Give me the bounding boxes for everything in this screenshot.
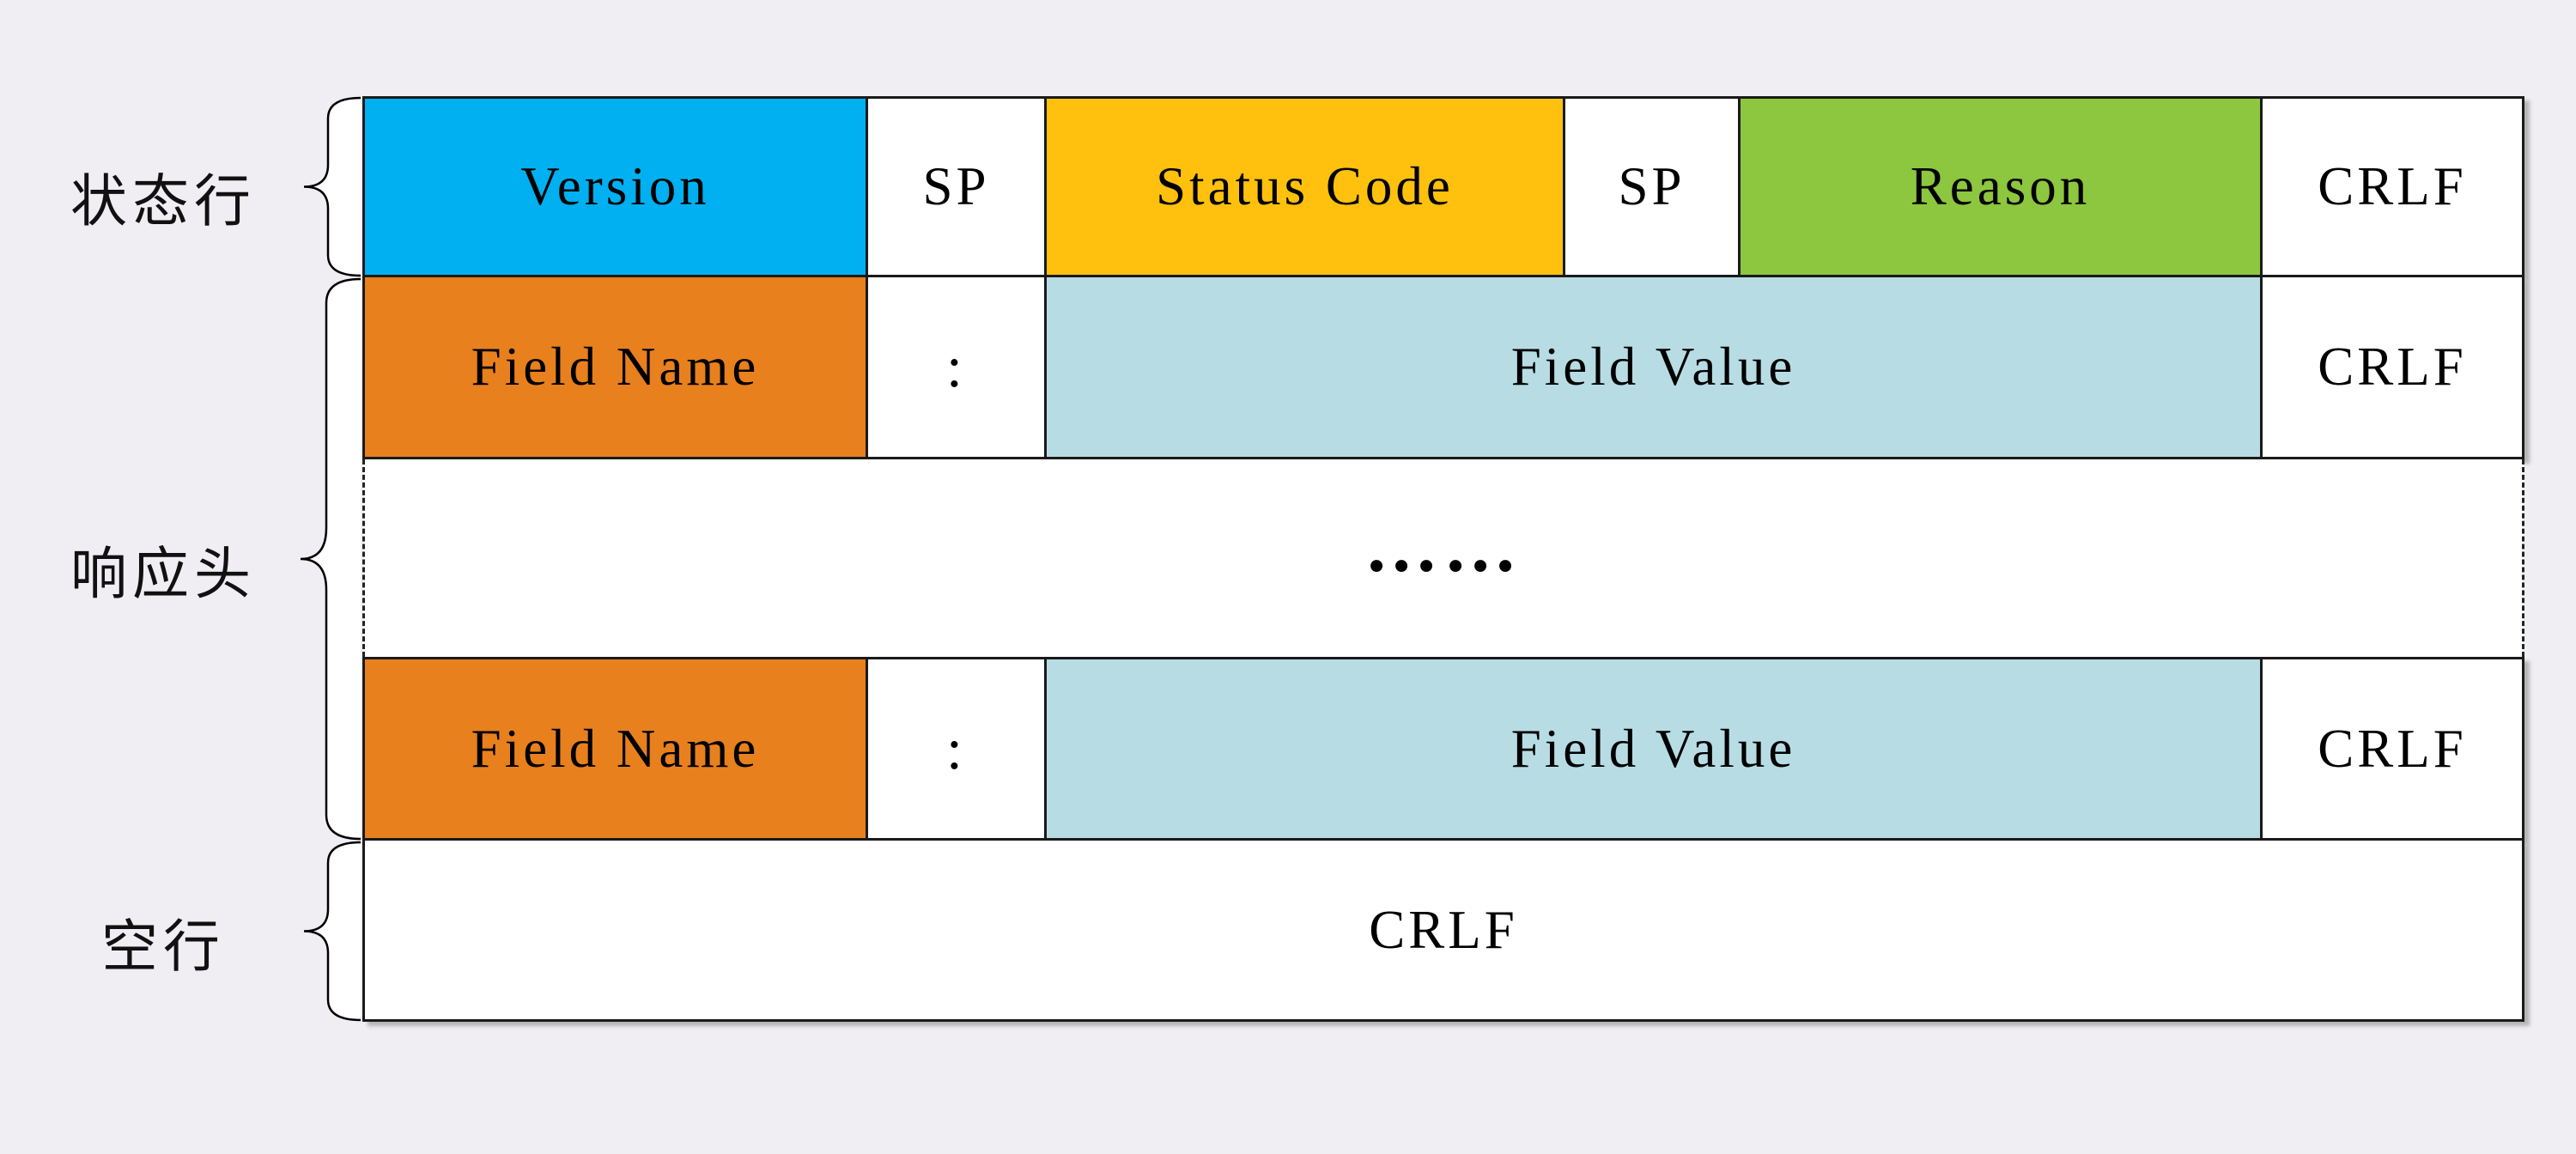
response-headers-label: 响应头 xyxy=(70,544,256,606)
field-name-cell: Field Name xyxy=(365,277,868,457)
field-value-cell: Field Value xyxy=(1047,659,2263,838)
header-row-first: Field Name : Field Value CRLF xyxy=(362,277,2524,459)
crlf-cell: CRLF xyxy=(2263,99,2522,275)
blank-line-brace-icon xyxy=(303,841,361,1022)
status-code-cell: Status Code xyxy=(1047,99,1565,275)
crlf-cell: CRLF xyxy=(2263,277,2522,457)
reason-cell: Reason xyxy=(1741,99,2263,275)
colon-cell: : xyxy=(868,659,1047,838)
field-value-cell: Field Value xyxy=(1047,277,2263,457)
crlf-cell: CRLF xyxy=(2263,659,2522,838)
blank-line-label: 空行 xyxy=(101,916,225,979)
status-line-label: 状态行 xyxy=(70,171,256,234)
sp-cell: SP xyxy=(1565,99,1741,275)
colon-cell: : xyxy=(868,277,1047,457)
response-message-table: Version SP Status Code SP Reason CRLF Fi… xyxy=(362,96,2524,1022)
blank-crlf-cell: CRLF xyxy=(1369,899,1518,960)
version-cell: Version xyxy=(365,99,868,275)
response-headers-brace-icon xyxy=(300,277,361,841)
blank-line-row: CRLF xyxy=(362,841,2524,1022)
sp-cell: SP xyxy=(868,99,1047,275)
ellipsis-row: …… xyxy=(362,459,2524,657)
ellipsis-dots: …… xyxy=(1364,505,1522,587)
status-line-row: Version SP Status Code SP Reason CRLF xyxy=(362,96,2524,277)
field-name-cell: Field Name xyxy=(365,659,868,838)
header-row-last: Field Name : Field Value CRLF xyxy=(362,657,2524,841)
status-line-brace-icon xyxy=(303,96,361,277)
